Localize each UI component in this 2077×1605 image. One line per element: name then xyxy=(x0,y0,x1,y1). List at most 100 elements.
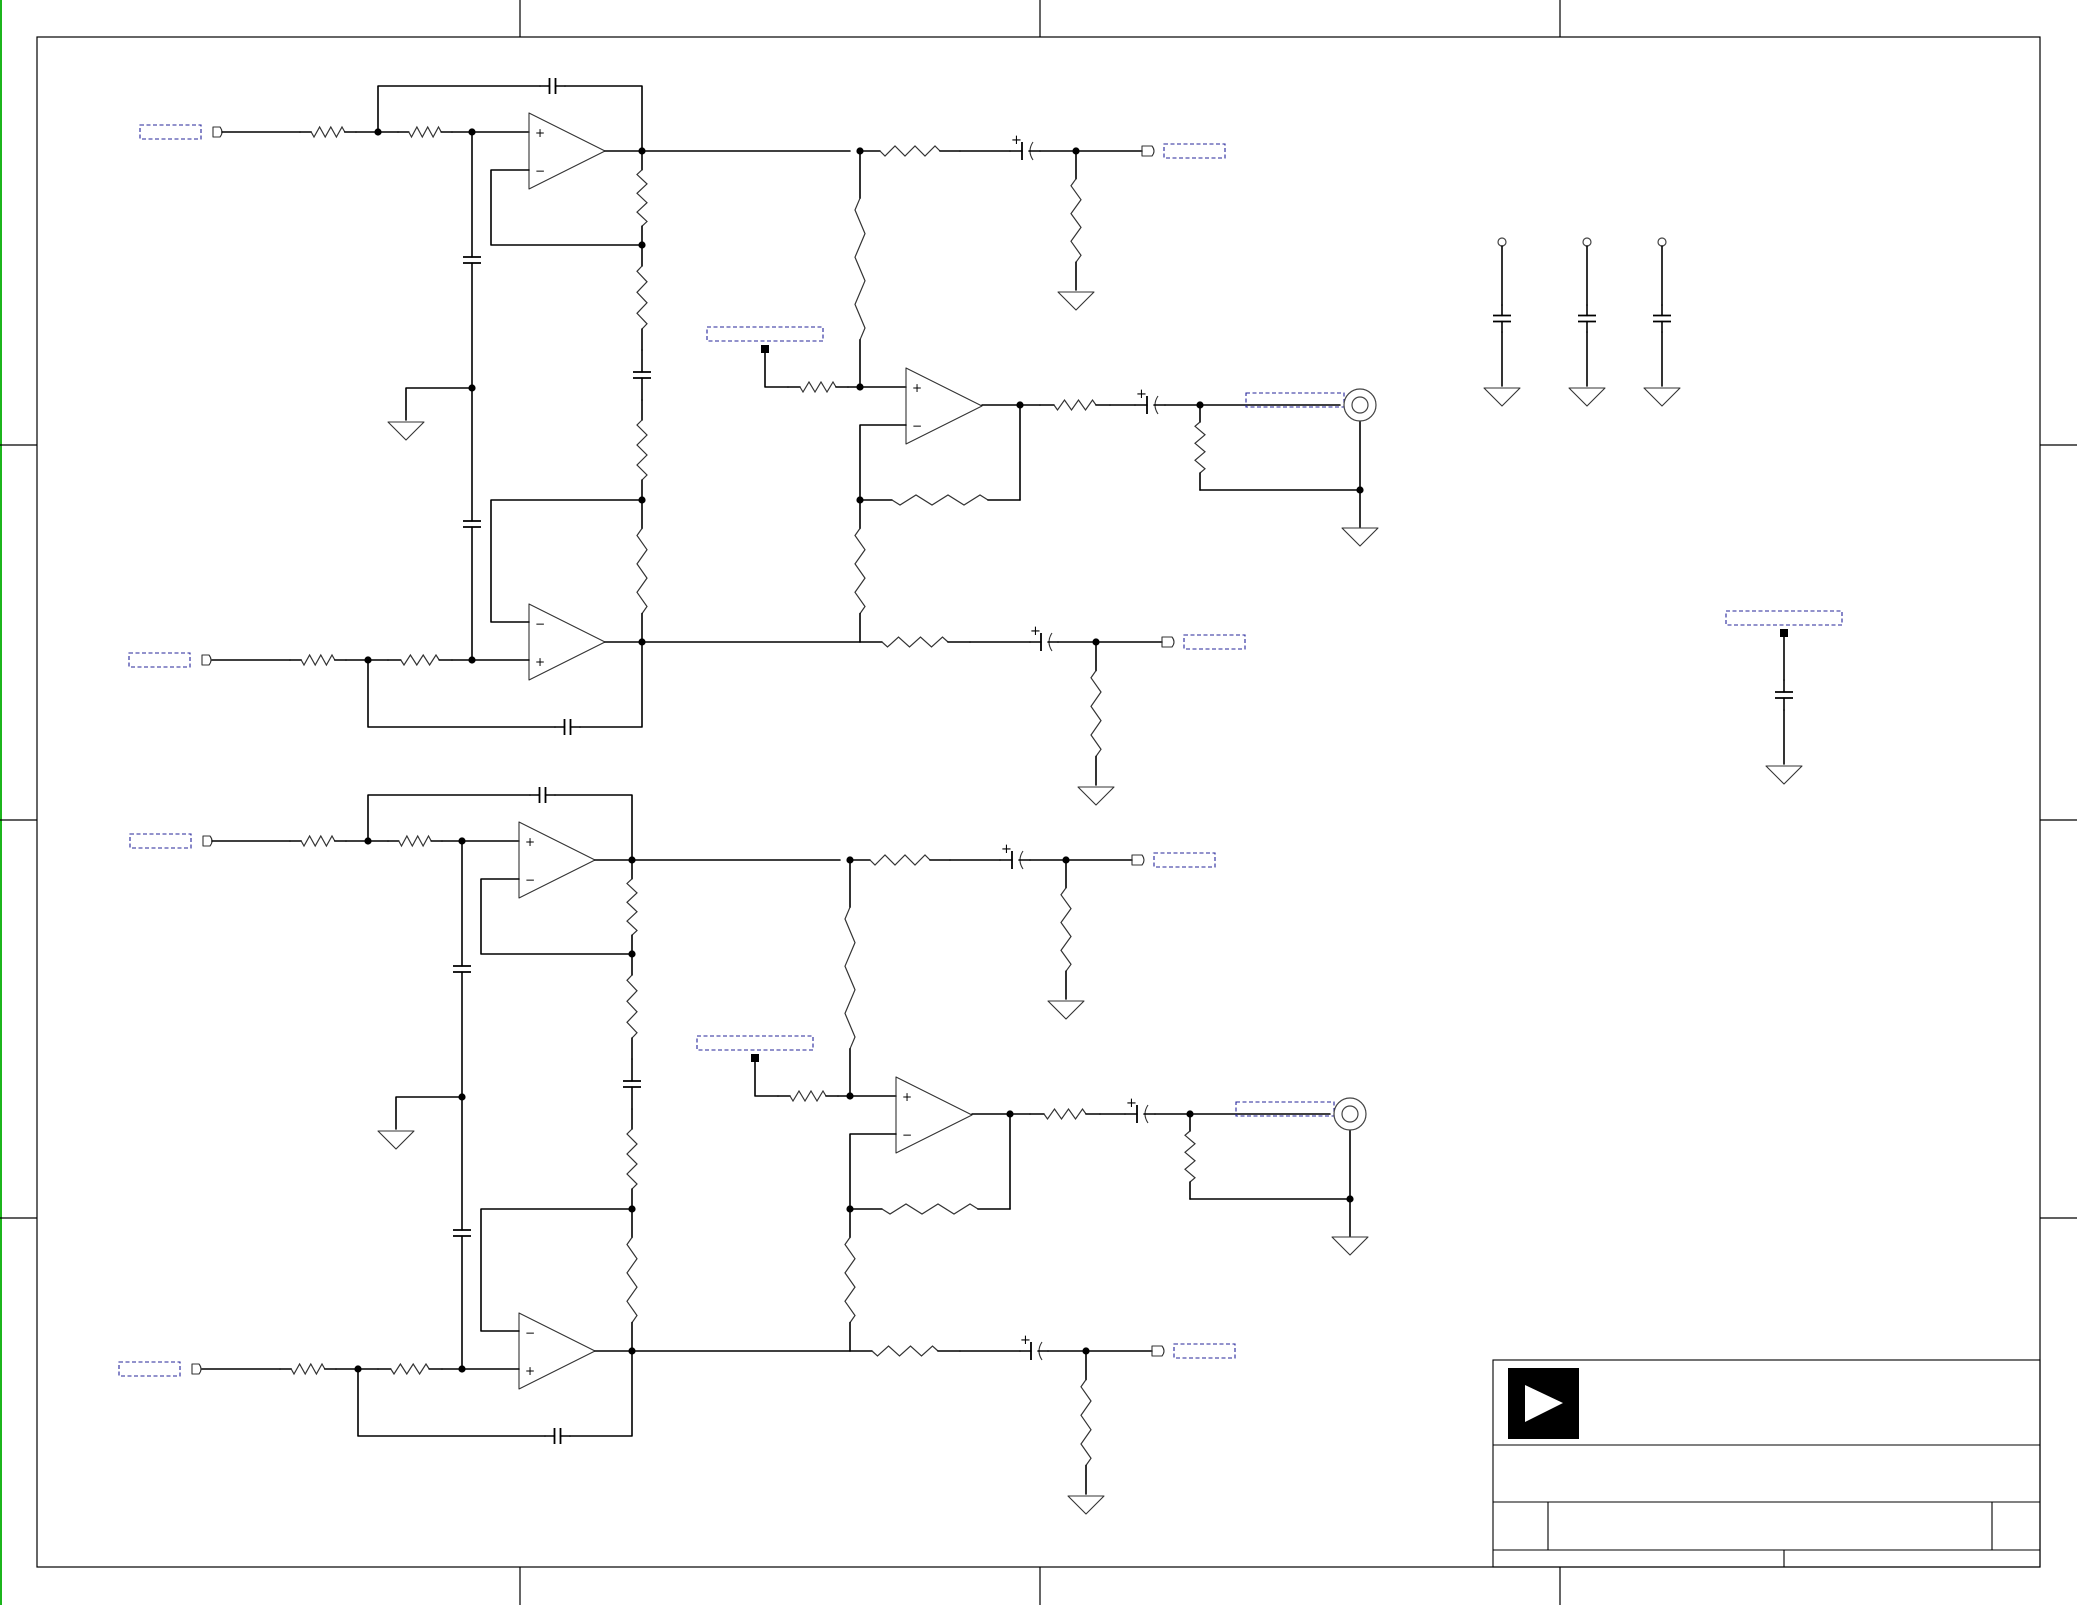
svg-text:+: + xyxy=(1011,133,1022,148)
svg-text:+: + xyxy=(525,1364,535,1378)
resistor xyxy=(859,636,971,648)
resistor xyxy=(1029,1107,1101,1121)
resistor xyxy=(854,150,866,388)
resistor xyxy=(849,1345,961,1357)
svg-text:−: − xyxy=(525,873,535,887)
resistor xyxy=(844,859,856,1097)
resistor xyxy=(854,499,866,643)
svg-text:+: + xyxy=(1001,842,1012,857)
capacitor xyxy=(463,131,481,389)
capacitor xyxy=(1493,304,1511,333)
wire xyxy=(1189,1128,1351,1200)
capacitor xyxy=(1578,304,1596,333)
op-amp: +− xyxy=(905,367,983,445)
wire xyxy=(490,499,643,623)
capacitor xyxy=(453,1096,471,1370)
wire xyxy=(480,878,633,955)
capacitor xyxy=(554,719,581,735)
polarized-capacitor: + xyxy=(1019,1333,1049,1361)
ground-symbol xyxy=(1568,387,1606,407)
input-port xyxy=(118,1361,202,1377)
polarized-capacitor: + xyxy=(999,842,1031,870)
op-amp: −+ xyxy=(518,1312,596,1390)
resistor xyxy=(387,834,443,848)
svg-text:+: + xyxy=(1020,1333,1031,1348)
resistor xyxy=(859,494,1021,506)
resistor xyxy=(289,834,347,848)
wire xyxy=(849,1133,897,1210)
polarized-capacitor: + xyxy=(1134,387,1166,415)
op-amp: +− xyxy=(895,1076,973,1154)
capacitor xyxy=(544,1428,571,1444)
resistor xyxy=(397,125,453,139)
wire xyxy=(554,794,633,860)
output-port-label xyxy=(1235,1101,1335,1117)
resistor xyxy=(626,1208,638,1352)
output-port-label xyxy=(1245,392,1345,408)
ground-symbol xyxy=(1331,1236,1369,1256)
resistor xyxy=(1194,404,1206,491)
test-point xyxy=(1582,237,1592,247)
resistor xyxy=(636,150,648,246)
ground-symbol xyxy=(1765,765,1803,785)
capacitor xyxy=(529,787,556,803)
play-triangle-icon xyxy=(1508,1368,1579,1439)
svg-text:+: + xyxy=(912,381,922,395)
ground-symbol xyxy=(1057,291,1095,311)
resistor xyxy=(787,380,849,394)
svg-text:+: + xyxy=(1136,387,1147,402)
wire xyxy=(395,1096,463,1130)
svg-text:−: − xyxy=(525,1326,535,1340)
output-port xyxy=(1161,634,1246,650)
capacitor xyxy=(1775,679,1793,711)
svg-text:−: − xyxy=(912,419,922,433)
output-port xyxy=(1131,852,1216,868)
resistor xyxy=(289,653,347,667)
op-amp: +− xyxy=(528,112,606,190)
resistor xyxy=(1070,150,1082,291)
resistor xyxy=(1184,1113,1196,1200)
svg-text:−: − xyxy=(535,164,545,178)
audio-jack xyxy=(1343,388,1377,422)
resistor xyxy=(777,1089,839,1103)
ground-symbol xyxy=(387,421,425,441)
ground-symbol xyxy=(377,1130,415,1150)
resistor xyxy=(849,1203,1011,1215)
ground-symbol xyxy=(1341,527,1379,547)
capacitor xyxy=(633,349,651,401)
resistor xyxy=(1039,398,1111,412)
wire xyxy=(357,1368,546,1437)
title-block xyxy=(1492,1359,2041,1568)
svg-text:+: + xyxy=(525,835,535,849)
resistor xyxy=(626,1108,638,1210)
wire xyxy=(1199,419,1361,491)
resistor xyxy=(279,1362,337,1376)
wire xyxy=(764,348,789,388)
svg-text:+: + xyxy=(535,126,545,140)
ground-symbol xyxy=(1077,786,1115,806)
resistor xyxy=(377,1362,443,1376)
output-port xyxy=(1151,1343,1236,1359)
wire xyxy=(579,641,643,728)
svg-text:+: + xyxy=(902,1090,912,1104)
resistor xyxy=(626,953,638,1060)
svg-text:+: + xyxy=(1030,624,1041,639)
resistor xyxy=(636,244,648,351)
wire xyxy=(564,85,643,151)
resistor xyxy=(636,499,648,643)
resistor xyxy=(636,399,648,501)
ground-symbol xyxy=(1047,1000,1085,1020)
test-point xyxy=(1497,237,1507,247)
capacitor xyxy=(1653,304,1671,333)
audio-jack xyxy=(1333,1097,1367,1131)
capacitor xyxy=(453,840,471,1098)
wire xyxy=(405,387,473,421)
svg-text:−: − xyxy=(535,617,545,631)
capacitor xyxy=(539,78,566,94)
output-port xyxy=(1141,143,1226,159)
resistor xyxy=(1060,859,1072,1000)
wire xyxy=(377,85,541,133)
